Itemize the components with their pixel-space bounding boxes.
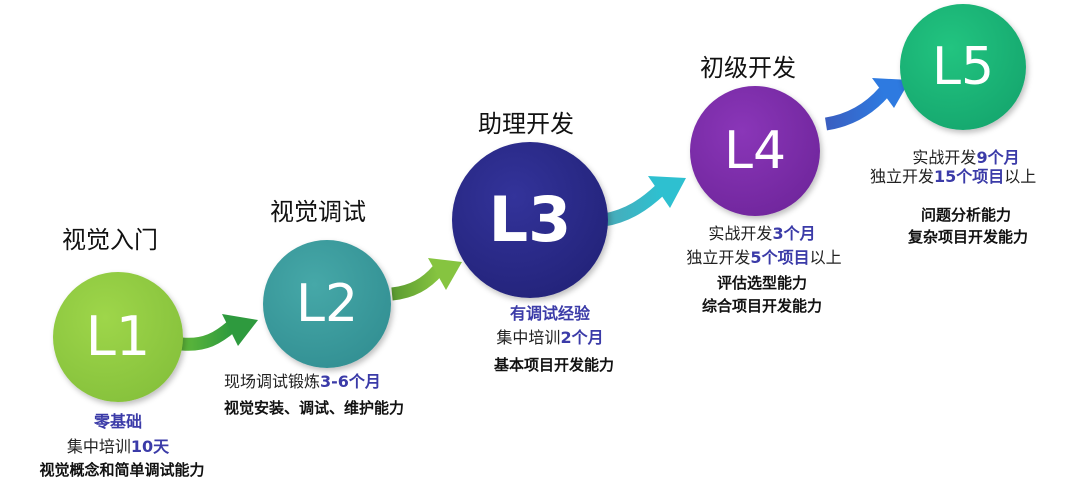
practice-value: 3个月 bbox=[772, 224, 816, 243]
independent-value: 5个项目 bbox=[750, 248, 810, 267]
independent-suffix: 以上 bbox=[809, 248, 842, 267]
training-line: 现场调试锻炼3-6个月 bbox=[224, 368, 381, 392]
requirement-text: 零基础 bbox=[93, 412, 143, 431]
practice-label: 实战开发 bbox=[708, 224, 773, 243]
level-badge-label: L5 bbox=[931, 37, 995, 97]
ability-text-1: 问题分析能力 bbox=[920, 206, 1012, 224]
ability-text-1: 评估选型能力 bbox=[716, 274, 808, 292]
independent-suffix: 以上 bbox=[1004, 167, 1037, 186]
independent-line: 独立开发15个项目以上 bbox=[870, 168, 1070, 186]
level-badge-l5: L5 bbox=[900, 4, 1026, 130]
arrow-l1-l2 bbox=[181, 314, 258, 351]
requirement-line: 零基础 bbox=[94, 408, 142, 432]
training-value: 3-6个月 bbox=[320, 372, 381, 391]
requirement-line: 有调试经验 bbox=[510, 300, 590, 324]
level-title: 助理开发 bbox=[478, 110, 574, 138]
ability-text: 视觉概念和简单调试能力 bbox=[39, 461, 205, 479]
level-badge-l1: L1 bbox=[53, 272, 183, 402]
training-line: 集中培训2个月 bbox=[496, 324, 603, 348]
ability-text-2: 综合项目开发能力 bbox=[701, 297, 823, 315]
arrow-l4-l5 bbox=[824, 78, 910, 131]
level-badge-l4: L4 bbox=[690, 86, 820, 216]
independent-label: 独立开发 bbox=[686, 248, 751, 267]
independent-value: 15个项目 bbox=[934, 167, 1005, 186]
level-title: 视觉调试 bbox=[270, 198, 366, 226]
ability-text: 基本项目开发能力 bbox=[493, 356, 615, 374]
training-label: 集中培训 bbox=[66, 437, 131, 456]
requirement-text: 有调试经验 bbox=[509, 304, 591, 323]
level-badge-l2: L2 bbox=[263, 240, 391, 368]
arrow-l3-l4 bbox=[602, 176, 686, 227]
practice-label: 实战开发 bbox=[912, 148, 977, 167]
training-value: 10天 bbox=[130, 437, 170, 456]
independent-label: 独立开发 bbox=[870, 167, 935, 186]
level-badge-label: L2 bbox=[295, 274, 359, 334]
arrow-l2-l3 bbox=[391, 258, 462, 301]
level-title: 初级开发 bbox=[700, 54, 796, 82]
level-badge-label: L3 bbox=[488, 183, 572, 256]
training-label: 集中培训 bbox=[496, 328, 561, 347]
level-badge-label: L4 bbox=[723, 121, 787, 181]
training-value: 2个月 bbox=[560, 328, 604, 347]
practice-line: 实战开发3个月 bbox=[708, 220, 815, 244]
practice-line: 实战开发9个月 bbox=[912, 144, 1019, 168]
ability-text-2: 复杂项目开发能力 bbox=[907, 228, 1029, 246]
training-label: 现场调试锻炼 bbox=[224, 372, 321, 391]
ability-text: 视觉安装、调试、维护能力 bbox=[224, 399, 405, 417]
training-line: 集中培训10天 bbox=[67, 433, 169, 457]
level-badge-l3: L3 bbox=[452, 142, 608, 298]
level-title: 视觉入门 bbox=[62, 226, 158, 254]
practice-value: 9个月 bbox=[976, 148, 1020, 167]
independent-line: 独立开发5个项目以上 bbox=[686, 244, 841, 268]
level-badge-label: L1 bbox=[85, 305, 151, 368]
